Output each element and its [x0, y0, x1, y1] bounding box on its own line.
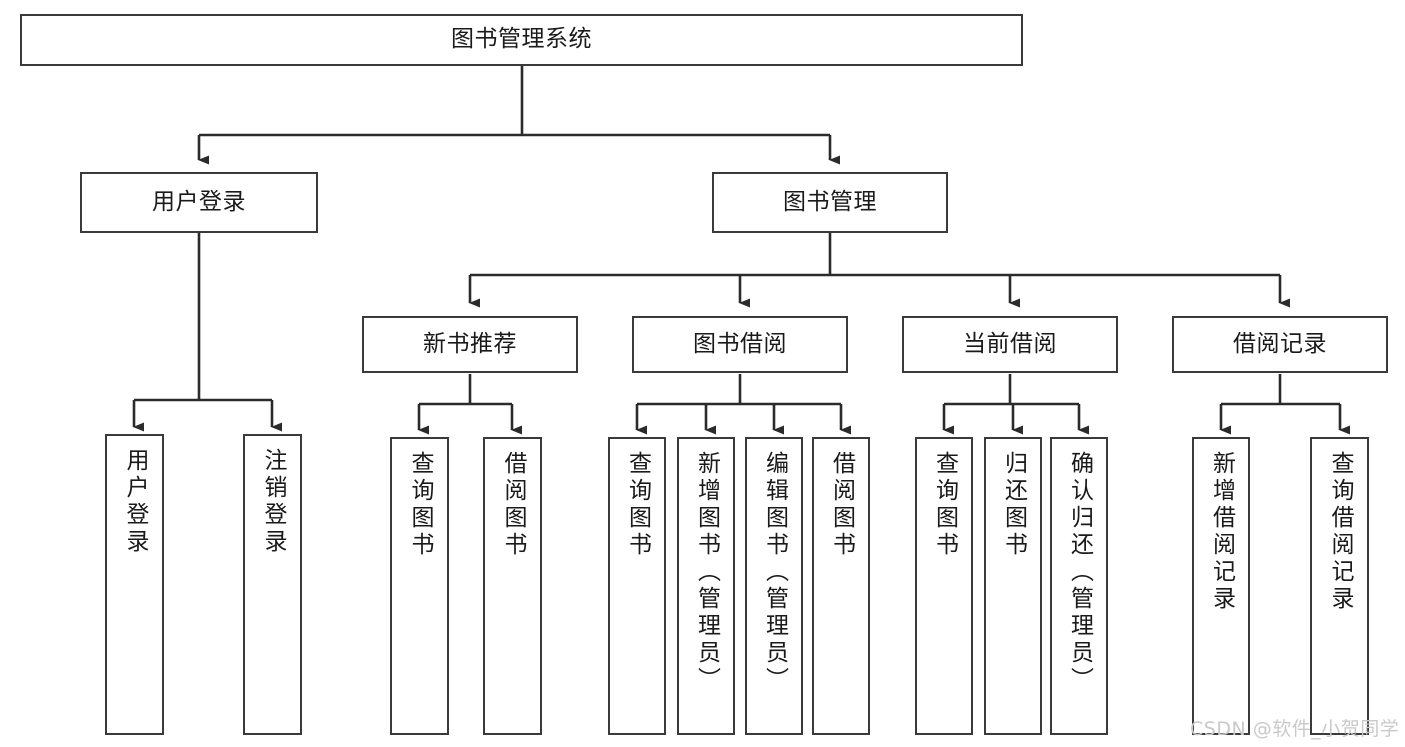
- node-leaf-add-book[interactable]: 新增图书（管理员）: [677, 437, 735, 735]
- node-leaf-user-login[interactable]: 用户登录: [105, 434, 164, 735]
- node-label: 编辑图书（管理员）: [761, 451, 788, 694]
- node-label: 新书推荐: [423, 330, 517, 357]
- node-new-book-recommend[interactable]: 新书推荐: [362, 316, 578, 373]
- node-current-borrow[interactable]: 当前借阅: [902, 316, 1118, 373]
- node-label: 借阅图书: [500, 451, 526, 559]
- node-label: 图书管理系统: [451, 26, 592, 53]
- node-label: 查询图书: [407, 451, 433, 559]
- node-borrow-record[interactable]: 借阅记录: [1172, 316, 1388, 373]
- node-leaf-edit-book[interactable]: 编辑图书（管理员）: [745, 437, 803, 735]
- node-leaf-query-record[interactable]: 查询借阅记录: [1310, 437, 1369, 735]
- node-leaf-borrow-book-1[interactable]: 借阅图书: [483, 437, 542, 735]
- node-label: 借阅图书: [828, 451, 855, 559]
- node-label: 查询图书: [931, 451, 958, 559]
- node-book-borrow[interactable]: 图书借阅: [632, 316, 848, 373]
- node-user-login[interactable]: 用户登录: [80, 172, 318, 233]
- node-label: 查询借阅记录: [1327, 451, 1353, 613]
- node-root-book-management-system[interactable]: 图书管理系统: [20, 14, 1023, 66]
- node-leaf-add-record[interactable]: 新增借阅记录: [1192, 437, 1250, 735]
- node-label: 用户登录: [122, 448, 148, 556]
- node-label: 用户登录: [152, 188, 246, 215]
- node-leaf-query-book-3[interactable]: 查询图书: [915, 437, 973, 735]
- node-label: 注销登录: [260, 448, 286, 556]
- node-leaf-return-book[interactable]: 归还图书: [984, 437, 1042, 735]
- node-label: 借阅记录: [1233, 330, 1327, 357]
- node-leaf-confirm-return[interactable]: 确认归还（管理员）: [1050, 437, 1108, 735]
- node-leaf-query-book-2[interactable]: 查询图书: [608, 437, 666, 735]
- node-leaf-query-book-1[interactable]: 查询图书: [390, 437, 449, 735]
- node-book-manage[interactable]: 图书管理: [712, 172, 948, 233]
- node-label: 查询图书: [624, 451, 651, 559]
- node-label: 图书管理: [783, 188, 877, 215]
- node-label: 新增借阅记录: [1208, 451, 1235, 613]
- node-label: 归还图书: [1000, 451, 1027, 559]
- node-label: 确认归还（管理员）: [1066, 451, 1093, 694]
- node-leaf-user-logout[interactable]: 注销登录: [243, 434, 302, 735]
- node-leaf-borrow-book-2[interactable]: 借阅图书: [812, 437, 870, 735]
- node-label: 图书借阅: [693, 330, 787, 357]
- node-label: 新增图书（管理员）: [693, 451, 720, 694]
- node-label: 当前借阅: [963, 330, 1057, 357]
